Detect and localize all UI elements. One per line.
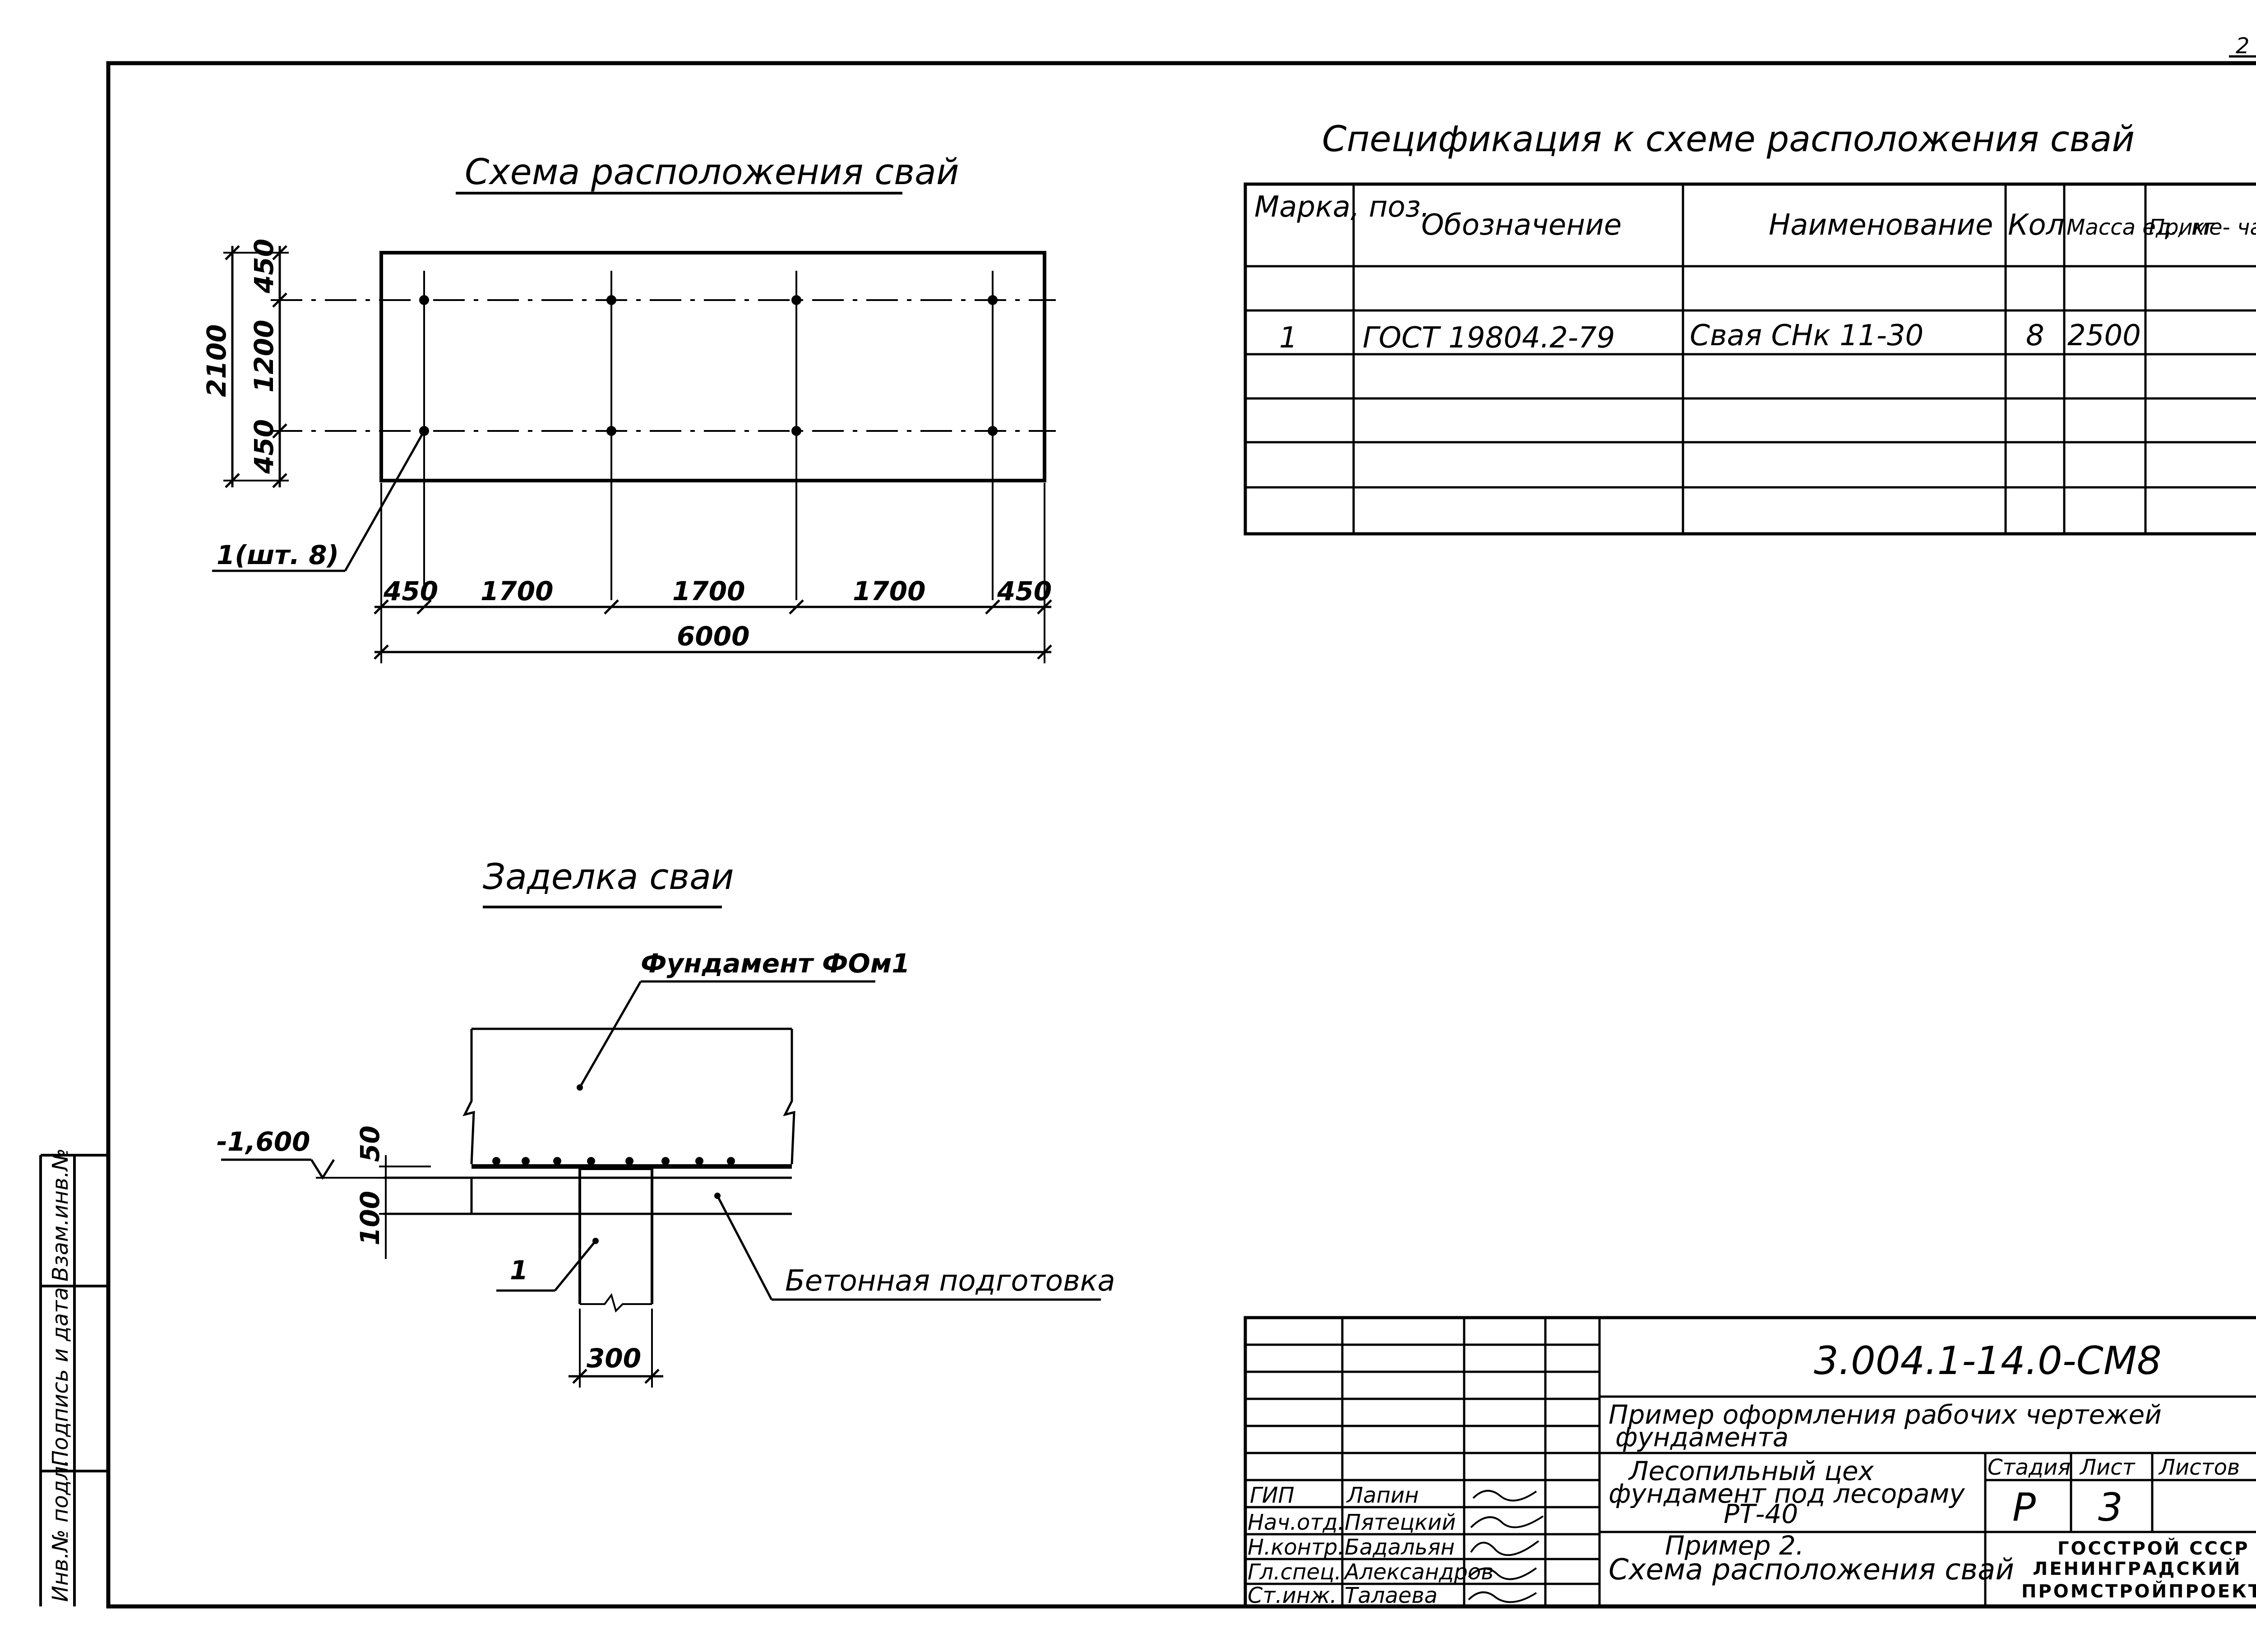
dim-height-top: 450 [249, 239, 279, 294]
dim-300: 300 [587, 1343, 641, 1374]
pile-layout-scheme: Схема расположения свай [201, 152, 1056, 663]
list-item: Ст.инж. Талаева [1248, 1583, 1537, 1608]
spec-header-mass: Масса ед., кг [2066, 215, 2216, 240]
sig-name: Талаева [1345, 1583, 1438, 1608]
stamp-replace-inv: Взам.инв.№ [48, 1148, 73, 1282]
signature-mark [1468, 1567, 1537, 1580]
sig-name: Александров [1343, 1559, 1494, 1585]
document-code: 3.004.1-14.0-СМ8 [1814, 1338, 2162, 1384]
grillage-outline [379, 251, 1046, 482]
dim-width-5: 450 [997, 576, 1052, 606]
pile-marker [791, 426, 801, 436]
dim-width-2: 1700 [481, 576, 553, 606]
sheet-title-line1: Пример 2. [1665, 1530, 1804, 1561]
stage-label: Стадия [1988, 1455, 2071, 1480]
foundation-label: Фундамент ФОм1 [641, 948, 910, 979]
stamp-inv-original: Инв.№ подл. [48, 1459, 73, 1602]
spec-cell-designation: ГОСТ 19804.2-79 [1363, 321, 1615, 355]
level-mark: -1,600 [217, 1126, 310, 1157]
object-line2: фундамент под лесораму [1609, 1478, 1965, 1509]
list-item: ГИП Лапин [1250, 1483, 1537, 1508]
dim-height-total: 2100 [201, 324, 232, 397]
spec-cell-mass: 2500 [2067, 319, 2141, 352]
rebar-dots [492, 1157, 735, 1165]
sheet-value: 3 [2098, 1485, 2123, 1530]
spec-cell-qty: 8 [2026, 319, 2044, 352]
pile-callout: 1(шт. 8) [217, 540, 339, 570]
spec-cell-name: Свая СНк 11-30 [1690, 319, 1923, 352]
pile-scheme-title: Схема расположения свай [465, 152, 959, 193]
sheets-label: Листов [2158, 1455, 2240, 1480]
dim-width-1: 450 [383, 576, 438, 606]
piles [419, 295, 998, 436]
list-item: Нач.отд. Пятецкий [1248, 1510, 1544, 1535]
signature-mark [1470, 1540, 1539, 1556]
dim-width-3: 1700 [672, 576, 745, 606]
dim-50: 50 [355, 1125, 385, 1162]
list-item: Н.контр. Бадальян [1248, 1535, 1539, 1560]
spec-header-qty: Кол [2008, 208, 2065, 242]
table-row: 1 ГОСТ 19804.2-79 Свая СНк 11-30 8 2500 [1279, 319, 2141, 355]
stage-value: Р [2012, 1485, 2036, 1530]
signature-mark [1472, 1490, 1537, 1502]
object-line3: РТ-40 [1724, 1499, 1798, 1529]
sheet-label: Лист [2079, 1455, 2136, 1480]
sig-name: Лапин [1346, 1483, 1419, 1508]
spec-header-note: Приме- чание [2149, 215, 2256, 240]
pile-marker [606, 426, 616, 436]
description-line2: фундамента [1615, 1422, 1789, 1453]
pile-marker [988, 295, 998, 305]
stamp-signature-date: Подпись и дата [48, 1287, 73, 1467]
pile-marker [791, 295, 801, 305]
dim-100: 100 [355, 1191, 385, 1245]
dim-width-4: 1700 [853, 576, 925, 606]
sig-role: ГИП [1250, 1483, 1294, 1508]
signature-mark [1470, 1515, 1544, 1528]
description-line1: Пример оформления рабочих чертежей [1609, 1399, 2162, 1430]
spec-header-name: Наименование [1769, 208, 1993, 242]
dim-height-bottom: 450 [249, 419, 279, 474]
org-line2: ЛЕНИНГРАДСКИЙ [2033, 1558, 2242, 1579]
pile-embed-title: Заделка сваи [483, 857, 734, 898]
sig-role: Ст.инж. [1248, 1583, 1337, 1608]
pile-embedment-detail: Заделка сваи -1,600 50 100 [217, 857, 1115, 1388]
list-item: Гл.спец. Александров [1248, 1559, 1537, 1585]
left-margin-stamps: Взам.инв.№ Подпись и дата Инв.№ подл. [39, 1148, 108, 1606]
pile-marker [419, 295, 429, 305]
pile-marker [988, 426, 998, 436]
spec-header-designation: Обозначение [1421, 208, 1622, 242]
sig-name: Пятецкий [1345, 1510, 1456, 1535]
sig-role: Н.контр. [1248, 1535, 1345, 1560]
pile-marker [606, 295, 616, 305]
sheet-corner-number: 2 [2236, 33, 2250, 59]
signature-mark [1468, 1591, 1537, 1603]
spec-cell-mark: 1 [1279, 321, 1298, 355]
sig-role: Гл.спец. [1248, 1559, 1341, 1585]
spec-table-title: Спецификация к схеме расположения свай [1322, 119, 2135, 160]
title-block: 3.004.1-14.0-СМ8 Пример оформления рабоч… [1244, 1316, 2256, 1608]
sig-name: Бадальян [1345, 1535, 1455, 1560]
sig-role: Нач.отд. [1248, 1510, 1345, 1535]
concrete-label: Бетонная подготовка [785, 1264, 1115, 1298]
pile-label: 1 [510, 1255, 528, 1286]
spec-table: Спецификация к схеме расположения свай М… [1244, 119, 2256, 536]
org-line3: ПРОМСТРОЙПРОЕКТ [2021, 1580, 2256, 1602]
dim-width-total: 6000 [677, 621, 749, 652]
org-line1: ГОССТРОЙ СССР [2057, 1537, 2250, 1559]
dim-height-middle: 1200 [249, 320, 279, 393]
spec-header-mark: Марка, поз. [1254, 190, 1430, 224]
sheet-frame [106, 61, 2256, 1609]
sheet-title-line2: Схема расположения свай [1609, 1553, 2014, 1587]
object-line1: Лесопильный цех [1628, 1456, 1874, 1486]
